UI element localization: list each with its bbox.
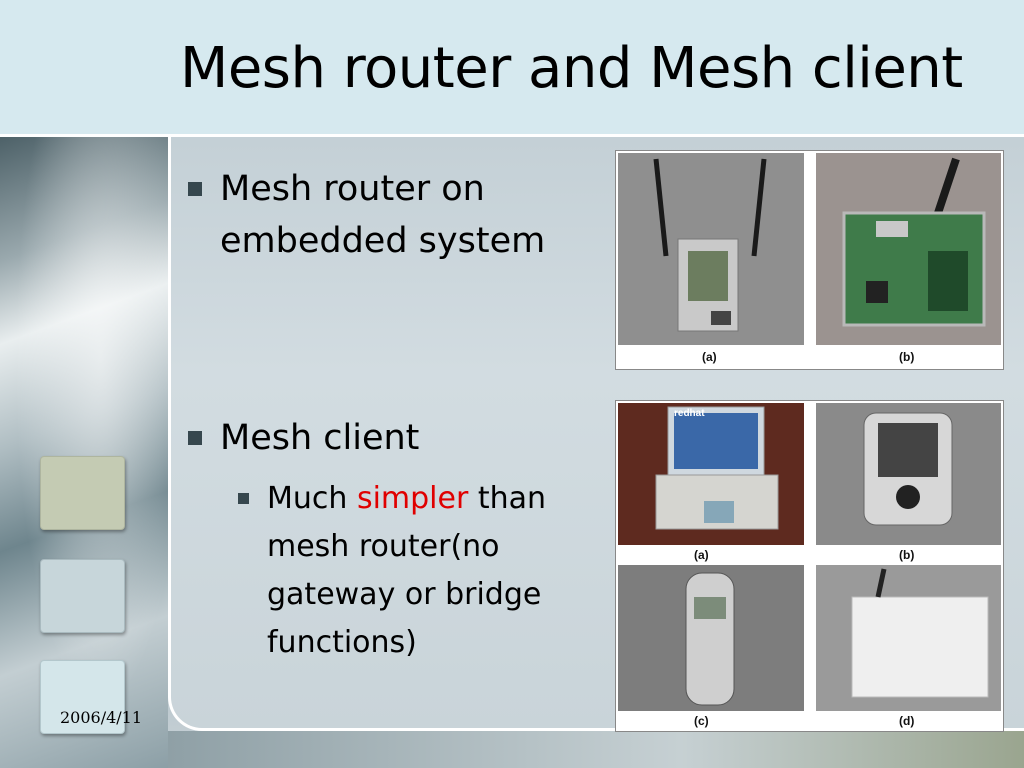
- mesh-router-photo: (a) (b): [615, 150, 1004, 370]
- decor-square: [40, 456, 125, 530]
- bullet-mesh-client: Mesh client: [188, 412, 598, 464]
- sub-bullet-highlight: simpler: [356, 481, 469, 516]
- caption-d: (d): [899, 714, 915, 728]
- sub-bullet-suffix: than mesh router(no gateway or bridge fu…: [267, 481, 547, 660]
- square-bullet-icon: [238, 493, 249, 504]
- caption-b: (b): [899, 548, 915, 562]
- decor-square: [40, 559, 125, 633]
- square-bullet-icon: [188, 431, 202, 445]
- mesh-client-photo: (a) (b) (c) (d) redhat: [615, 400, 1004, 732]
- caption-c: (c): [694, 714, 709, 728]
- title-divider: [0, 134, 1024, 137]
- sub-bullet-prefix: Much: [267, 481, 357, 516]
- caption-a: (a): [694, 548, 709, 562]
- bullet-text: Mesh client: [220, 418, 420, 458]
- square-bullet-icon: [188, 182, 202, 196]
- decor-square: [40, 660, 125, 734]
- mesh-router-image: [618, 153, 1001, 367]
- caption-b: (b): [899, 350, 915, 364]
- bullet-mesh-router: Mesh router on embedded system: [188, 163, 598, 267]
- caption-a: (a): [702, 350, 717, 364]
- bottom-strip: [168, 731, 1024, 768]
- laptop-screen-label: redhat: [674, 408, 705, 419]
- mesh-client-image: [618, 403, 1001, 731]
- sub-bullet-simpler: Much simpler than mesh router(no gateway…: [238, 475, 608, 667]
- title-bar: [0, 0, 1024, 134]
- slide-title: Mesh router and Mesh client: [180, 36, 963, 101]
- sub-bullet-text: Much simpler than mesh router(no gateway…: [267, 475, 608, 667]
- bullet-text: Mesh router on embedded system: [220, 169, 546, 261]
- slide-date: 2006/4/11: [60, 708, 143, 727]
